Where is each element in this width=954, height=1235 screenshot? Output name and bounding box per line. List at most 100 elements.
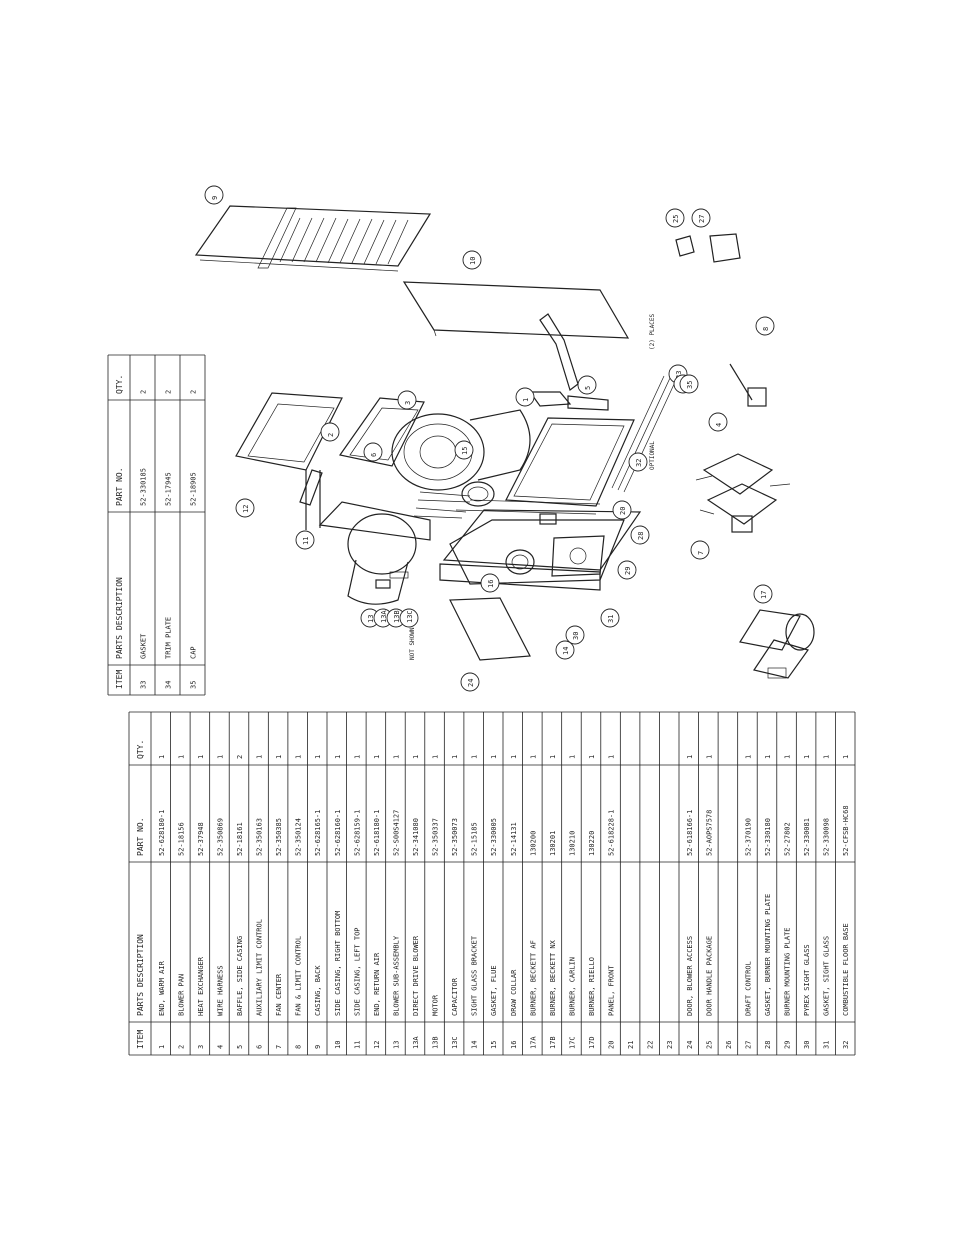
cell-part-no: 52-330081 [803,818,811,856]
cell-part-no: 52-341080 [412,818,420,856]
callout-balloon: 5 [577,375,597,395]
callout-label: 27 [698,215,706,223]
part-blower-assembly [347,513,417,605]
callout-balloon: 30 [565,625,585,645]
header-description: PARTS DESCRIPTION [136,934,145,1016]
part-burner [739,609,815,679]
cell-description: FAN & LIMIT CONTROL [295,936,303,1016]
cell-qty: 1 [744,755,752,759]
cell-description: BURNER MOUNTING PLATE [784,927,792,1016]
cell-item: 12 [373,1041,381,1049]
callout-label: 24 [467,679,475,687]
cell-description: COMBUSTIBLE FLOOR BASE [842,923,850,1016]
part-wire-harness [695,453,791,533]
callout-label: 13B [393,610,401,623]
callout-label: 32 [635,459,643,467]
cell-qty: 1 [705,755,713,759]
callout-label: 14 [562,647,570,655]
callout-balloon: 24 [460,672,480,692]
callout-balloon: 2 [320,422,340,442]
callout-label: 17 [760,591,768,599]
cell-description: GASKET [140,633,148,659]
cell-part-no: 52-AOPS7578 [705,810,713,856]
cell-qty: 1 [490,755,498,759]
cell-item: 17A [529,1036,537,1049]
part-casing-body [299,391,642,591]
callout-label: 3 [404,401,412,405]
cell-description: CASING, BACK [314,965,322,1016]
callout-balloon: 8 [755,316,775,336]
callout-label: 28 [637,532,645,540]
cell-item: 28 [764,1041,772,1049]
callout-label: 25 [672,215,680,223]
callout-balloon: 16 [480,573,500,593]
callout-label: 15 [461,447,469,455]
callout-label: 10 [469,257,477,265]
cell-part-no: 52-17945 [165,472,173,506]
cell-qty: 2 [165,390,173,394]
cell-item: 22 [647,1041,655,1049]
part-door-handle [675,235,695,257]
cell-qty: 1 [471,755,479,759]
cell-part-no: 52-37948 [197,822,205,856]
callout-balloon: 35 [679,374,699,394]
cell-part-no: 52-350869 [216,818,224,856]
cell-item: 13A [412,1036,420,1049]
cell-qty: 1 [686,755,694,759]
callout-label: 33 [675,371,683,379]
callout-balloon: 28 [630,525,650,545]
header-qty: QTY. [115,375,124,394]
callout-balloon: 27 [691,208,711,228]
part-fan-limit-control [729,363,767,407]
cell-item: 16 [510,1041,518,1049]
part-baffle [539,313,579,391]
part-blower-access-door [449,597,531,661]
cell-qty: 1 [588,755,596,759]
callout-balloon: 7 [690,540,710,560]
note-not-shown: NOT SHOWN [409,627,416,660]
callout-balloon: 3 [397,390,417,410]
cell-item: 15 [490,1041,498,1049]
cell-part-no: 130220 [588,831,596,856]
callout-balloon: 32 [628,452,648,472]
cell-description: HEAT EXCHANGER [197,956,205,1016]
cell-qty: 2 [236,755,244,759]
cell-part-no: 130201 [549,831,557,856]
part-return-air-end [235,392,343,471]
cell-description: GASKET, BURNER MOUNTING PLATE [764,894,772,1016]
cell-part-no: 52-618228-1 [608,810,616,856]
cell-part-no: 52-S00S4127 [392,810,400,856]
cell-item: 3 [197,1045,205,1049]
callout-label: 6 [370,453,378,457]
cell-qty: 1 [764,755,772,759]
cell-part-no: 52-15185 [471,822,479,856]
cell-part-no: 52-628159-1 [353,810,361,856]
callout-label: 9 [211,196,219,200]
cell-item: 13C [451,1036,459,1049]
cell-part-no: 52-350073 [451,818,459,856]
callout-balloon: 6 [363,442,383,462]
cell-part-no: 52-330185 [140,468,148,506]
cell-qty: 1 [334,755,342,759]
cell-qty: 1 [823,755,831,759]
cell-description: SIDE CASING, RIGHT BOTTOM [334,911,342,1016]
cell-qty: 1 [842,755,850,759]
cell-part-no: 52-350337 [432,818,440,856]
cell-description: GASKET, FLUE [490,965,498,1016]
cell-part-no: 52-330098 [823,818,831,856]
cell-description: DIRECT DRIVE BLOWER [412,935,420,1016]
callout-label: 11 [302,537,310,545]
cell-part-no: 52-27802 [784,822,792,856]
callout-label: 2 [327,433,335,437]
cell-part-no: 52-350385 [275,818,283,856]
cell-part-no: 52-330005 [490,818,498,856]
cell-qty: 1 [353,755,361,759]
callout-label: 13 [367,615,375,623]
callout-label: 4 [715,423,723,427]
cell-item: 4 [216,1045,224,1049]
cell-description: GASKET, SIGHT GLASS [823,936,831,1016]
cell-description: BURNER, BECKETT NX [549,939,557,1016]
cell-part-no: 52-628160-1 [334,810,342,856]
cell-part-no: 52-350163 [256,818,264,856]
